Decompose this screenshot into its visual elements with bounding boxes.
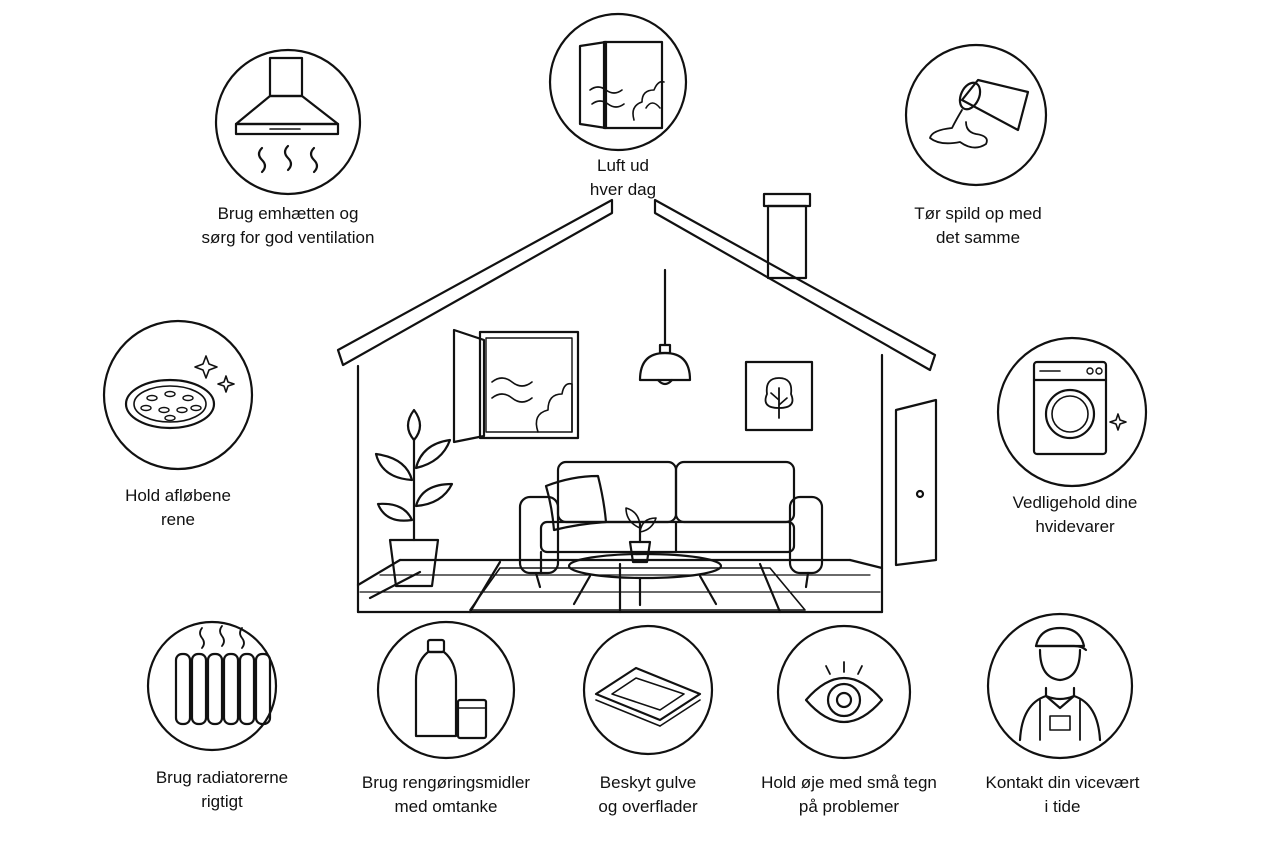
tip-label-cleaning: Brug rengøringsmidler med omtanke	[361, 773, 531, 816]
caretaker-icon	[986, 612, 1134, 760]
cooker-hood-icon	[214, 48, 362, 196]
tip-label-caretaker: Kontakt din vicevært i tide	[985, 773, 1140, 816]
tip-label-floors: Beskyt gulve og overflader	[598, 773, 698, 816]
open-window-icon	[548, 12, 688, 152]
rug-icon	[582, 624, 714, 756]
tip-label-appliances: Vedligehold dine hvidevarer	[1012, 493, 1138, 536]
tip-label-spills: Tør spild op med det samme	[914, 204, 1042, 247]
drain-icon	[102, 319, 254, 471]
tip-label-watch: Hold øje med små tegn på problemer	[761, 773, 937, 816]
tip-label-drains: Hold afløbene rene	[125, 486, 231, 529]
eye-icon	[776, 624, 912, 760]
house-living-room-illustration	[336, 192, 938, 614]
radiator-icon	[146, 620, 278, 752]
cleaning-bottle-icon	[376, 620, 516, 760]
tip-label-ventilation: Brug emhætten og sørg for god ventilatio…	[201, 204, 375, 247]
washing-machine-icon	[996, 336, 1148, 488]
tip-label-radiators: Brug radiatorerne rigtigt	[155, 768, 289, 811]
tip-label-air-out: Luft ud hver dag	[589, 156, 657, 199]
spilled-cup-icon	[904, 43, 1048, 187]
